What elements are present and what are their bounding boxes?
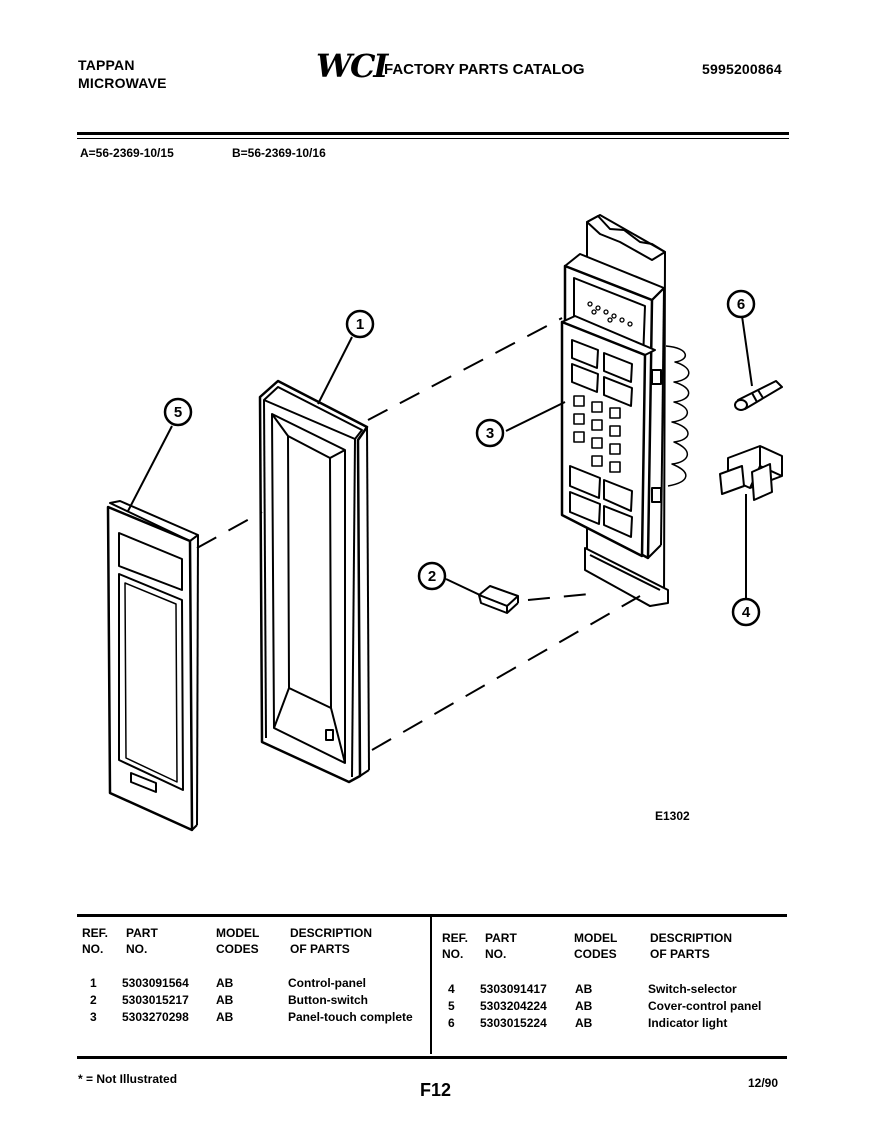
page-number: F12 [420, 1080, 452, 1100]
table-divider [430, 917, 432, 1054]
header-part-right: PART NO. [485, 931, 517, 961]
catalog-number: 5995200864 [702, 61, 782, 77]
table-top-rule [77, 914, 787, 917]
header-ref: REF. NO. [82, 926, 109, 956]
brand-line-1: TAPPAN [78, 57, 135, 73]
header-model: MODEL CODES [216, 926, 260, 956]
exploded-parts-diagram: 1 2 3 4 5 6 E1302 [106, 214, 783, 832]
callout-3: 3 [486, 425, 494, 442]
header-desc-right: DESCRIPTION OF PARTS [650, 931, 733, 961]
part-4-switch-selector [719, 445, 783, 501]
header-desc: DESCRIPTION OF PARTS [290, 926, 373, 956]
not-illustrated-note: * = Not Illustrated [78, 1072, 178, 1086]
callout-4: 4 [742, 604, 751, 621]
catalog-date: 12/90 [748, 1076, 779, 1090]
header-rule-thick [77, 132, 789, 135]
table-bottom-rule [77, 1056, 787, 1059]
header-model-right: MODEL CODES [574, 931, 618, 961]
part-6-indicator-light [734, 380, 783, 411]
figure-code: E1302 [655, 809, 690, 823]
callout-2: 2 [428, 568, 436, 585]
callout-1: 1 [356, 316, 364, 333]
header-rule-thin [77, 138, 789, 139]
model-a: A=56-2369-10/15 [80, 146, 174, 160]
header-part: PART NO. [126, 926, 158, 956]
brand-line-2: MICROWAVE [78, 75, 167, 91]
part-2-button-switch [478, 585, 519, 614]
model-b: B=56-2369-10/16 [232, 146, 326, 160]
callout-6: 6 [737, 296, 745, 313]
wci-logo: WCI [316, 47, 388, 85]
part-3-panel-touch-complete [560, 214, 690, 607]
callout-5: 5 [174, 404, 182, 421]
part-5-cover-control-panel [106, 500, 199, 832]
header-ref-right: REF. NO. [442, 931, 469, 961]
part-1-control-panel [258, 379, 370, 784]
catalog-title: FACTORY PARTS CATALOG [384, 61, 585, 78]
